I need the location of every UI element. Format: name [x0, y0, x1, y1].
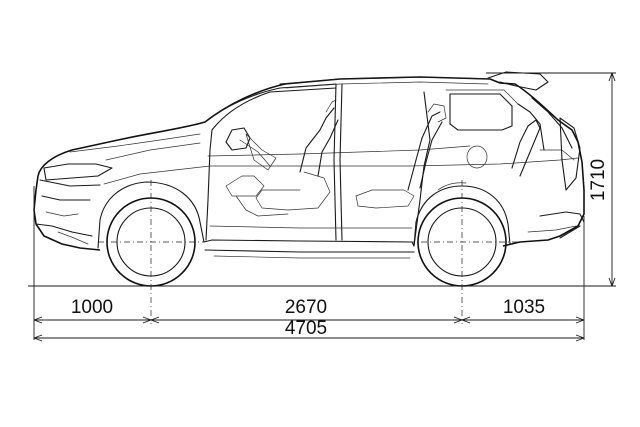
rear-overhang-label: 1035 — [503, 297, 545, 318]
car-body-outline — [33, 71, 585, 259]
overall-length-label: 4705 — [285, 318, 327, 339]
wheelbase-label: 2670 — [285, 297, 327, 318]
dimension-lines — [33, 72, 616, 342]
front-overhang-label: 1000 — [71, 297, 113, 318]
overall-height-label: 1710 — [588, 159, 609, 201]
reference-lines — [28, 72, 616, 340]
interior-outline — [209, 99, 541, 229]
